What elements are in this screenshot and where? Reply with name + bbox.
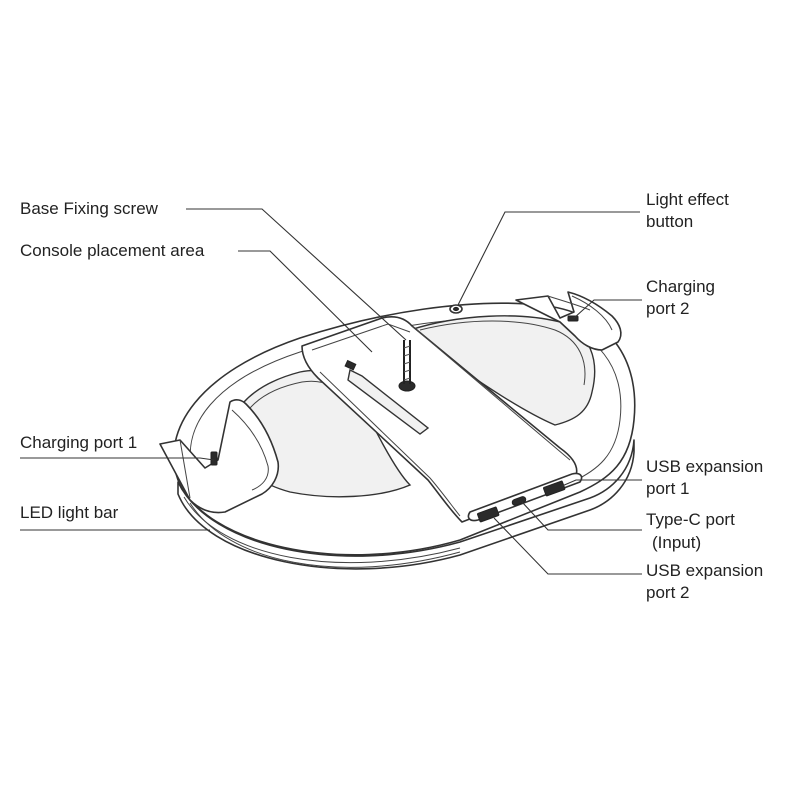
leader-usb-expansion-port-1 [561,479,642,487]
label-charging-port-2-line1: Charging [646,277,715,296]
label-light-effect-button-line2: button [646,212,694,231]
leader-usb-expansion-port-2 [493,517,642,575]
label-charging-port-1: Charging port 1 [20,433,138,452]
leader-charging-port-2 [573,299,642,319]
leader-light-effect-button [457,211,640,306]
label-type-c-port-line1: Type-C port [646,510,735,529]
port-panel [467,472,583,523]
label-type-c-port-line2: (Input) [652,533,702,552]
label-usb-expansion-port-1-line2: port 1 [646,479,690,498]
label-usb-expansion-port-2-line1: USB expansion [646,561,764,580]
leader-base-fixing-screw [186,208,407,341]
light-effect-button [449,304,463,314]
leader-type-c-port [521,501,642,531]
label-base-fixing-screw: Base Fixing screw [20,199,158,218]
label-charging-port-2-line2: port 2 [646,299,690,318]
leader-console-placement-area [238,250,373,353]
right-controller-stand [515,291,622,351]
base-fixing-screw [398,340,416,392]
left-controller-stand [159,399,280,514]
label-led-light-bar: LED light bar [20,503,119,522]
label-console-placement-area: Console placement area [20,241,205,260]
label-usb-expansion-port-2-line2: port 2 [646,583,690,602]
leader-charging-port-1 [20,457,215,461]
label-usb-expansion-port-1-line1: USB expansion [646,457,764,476]
label-light-effect-button-line1: Light effect [646,190,729,209]
leader-lines [20,208,642,575]
